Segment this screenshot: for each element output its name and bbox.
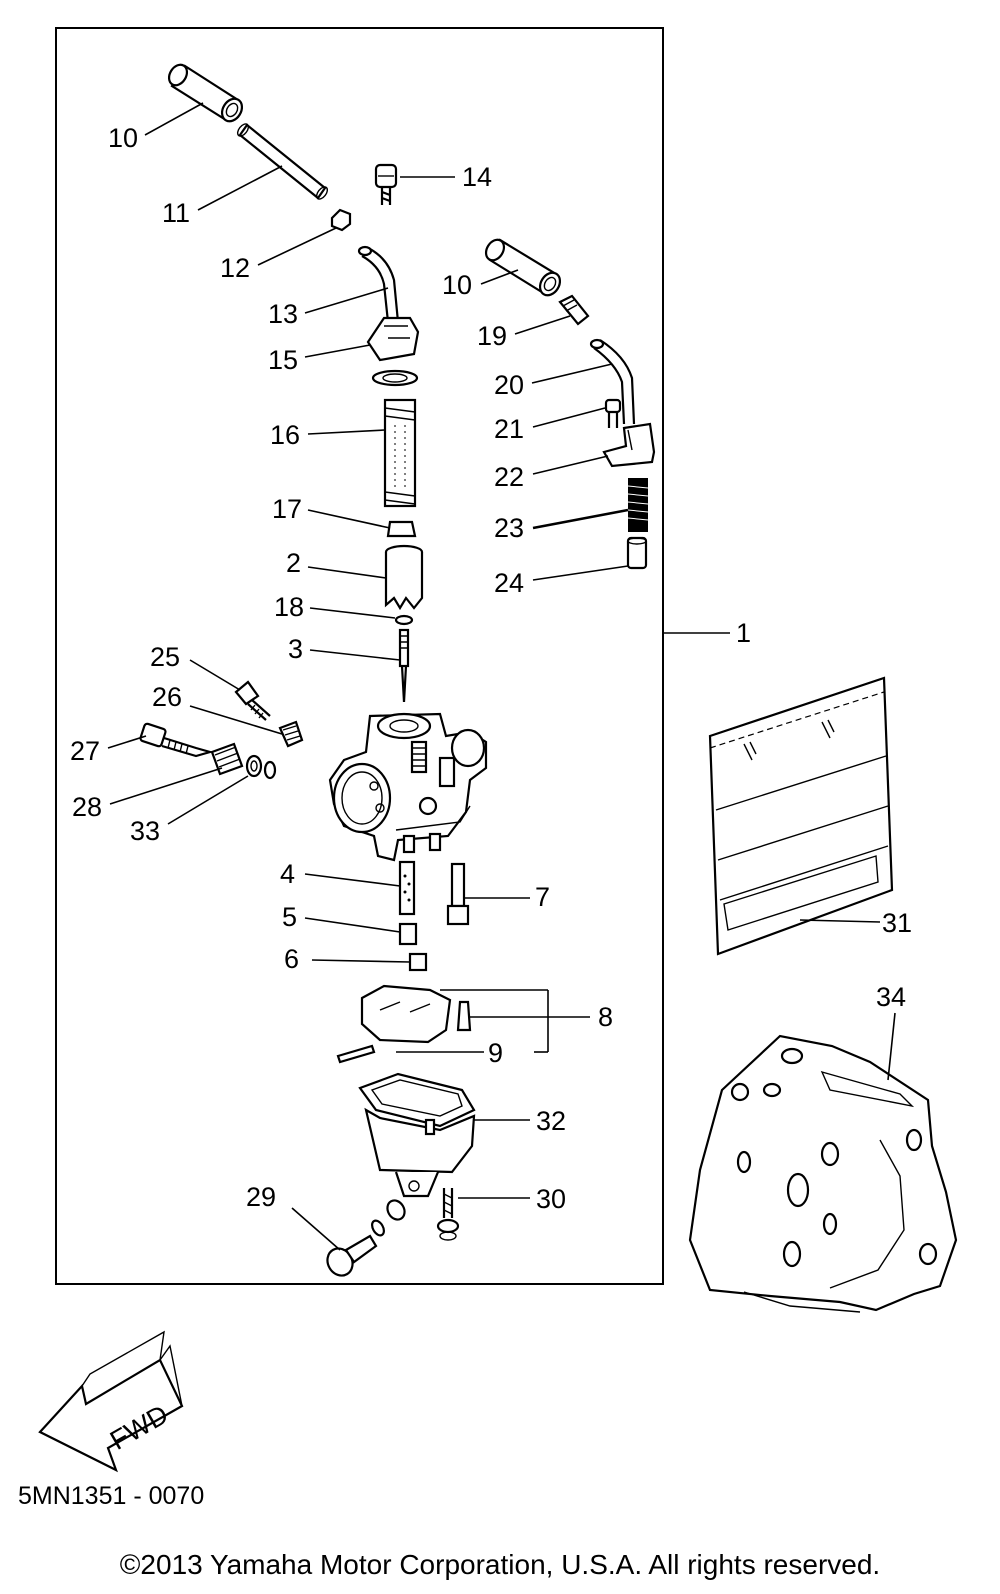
- part-12-nut: [330, 208, 352, 232]
- part-30-screw: [436, 1188, 460, 1241]
- label-28: 28: [72, 792, 102, 822]
- label-24: 24: [494, 568, 524, 598]
- label-7: 7: [535, 882, 550, 912]
- label-13: 13: [268, 299, 298, 329]
- label-8: 8: [598, 1002, 613, 1032]
- part-25-screw: [234, 680, 271, 721]
- part-15-cap: [366, 316, 420, 387]
- part-10-sleeve-left: [167, 63, 244, 123]
- part-26-spring: [278, 720, 304, 748]
- label-26: 26: [152, 682, 182, 712]
- label-5: 5: [282, 902, 297, 932]
- part-34-cover: [688, 1034, 958, 1313]
- part-21-screw: [604, 398, 622, 428]
- part-32-float-chamber: [358, 1072, 476, 1198]
- part-16-spring: [383, 398, 417, 508]
- label-10-right: 10: [442, 270, 472, 300]
- part-33-washers: [245, 754, 277, 780]
- part-2-throttle-valve: [384, 544, 424, 611]
- copyright-notice: ©2013 Yamaha Motor Corporation, U.S.A. A…: [119, 1549, 881, 1580]
- label-32: 32: [536, 1106, 566, 1136]
- part-11-tube: [236, 123, 329, 200]
- part-28-spring: [210, 742, 244, 776]
- part-4-jet-holder: [398, 860, 416, 916]
- part-24-plunger: [626, 536, 648, 570]
- part-10-sleeve-right: [484, 238, 562, 297]
- carburetor-body: [328, 712, 488, 862]
- part-3-needle: [398, 628, 410, 703]
- part-17-seat: [386, 520, 417, 538]
- part-6-jet: [408, 952, 428, 972]
- label-11: 11: [162, 198, 190, 228]
- part-7-pilot-jet: [446, 862, 470, 926]
- fwd-arrow-icon: FWD: [38, 1330, 184, 1473]
- label-14: 14: [462, 162, 492, 192]
- label-4: 4: [280, 859, 295, 889]
- diagram-code: 5MN1351 - 0070: [18, 1482, 205, 1510]
- label-17: 17: [272, 494, 302, 524]
- part-19-adjuster: [558, 294, 590, 326]
- part-13-cable-pipe: [357, 245, 400, 323]
- part-18-clip: [394, 614, 414, 626]
- label-1: 1: [736, 618, 751, 648]
- part-23-spring: [627, 478, 649, 532]
- label-16: 16: [270, 420, 300, 450]
- label-22: 22: [494, 462, 524, 492]
- label-9: 9: [488, 1038, 503, 1068]
- part-22-holder: [602, 422, 656, 468]
- label-10-left: 10: [108, 123, 138, 153]
- label-34: 34: [876, 982, 906, 1012]
- label-23: 23: [494, 513, 524, 543]
- part-5-main-jet: [398, 922, 418, 946]
- label-19: 19: [477, 321, 507, 351]
- label-12: 12: [220, 253, 250, 283]
- label-20: 20: [494, 370, 524, 400]
- assembly-frame: [55, 27, 664, 1285]
- part-31-gasket-set: [708, 676, 894, 956]
- part-29-drain-screw: [326, 1199, 406, 1277]
- part-14-screw: [374, 163, 398, 205]
- part-20-pipe: [589, 338, 636, 425]
- label-33: 33: [130, 816, 160, 846]
- label-31: 31: [882, 908, 912, 938]
- label-6: 6: [284, 944, 299, 974]
- label-18: 18: [274, 592, 304, 622]
- label-3: 3: [288, 634, 303, 664]
- part-9-pin: [336, 1044, 376, 1064]
- label-29: 29: [246, 1182, 276, 1212]
- label-30: 30: [536, 1184, 566, 1214]
- part-27-screw: [139, 722, 215, 758]
- label-21: 21: [494, 414, 524, 444]
- label-27: 27: [70, 736, 100, 766]
- part-8-float: [360, 984, 472, 1044]
- label-2: 2: [286, 548, 301, 578]
- label-25: 25: [150, 642, 180, 672]
- label-15: 15: [268, 345, 298, 375]
